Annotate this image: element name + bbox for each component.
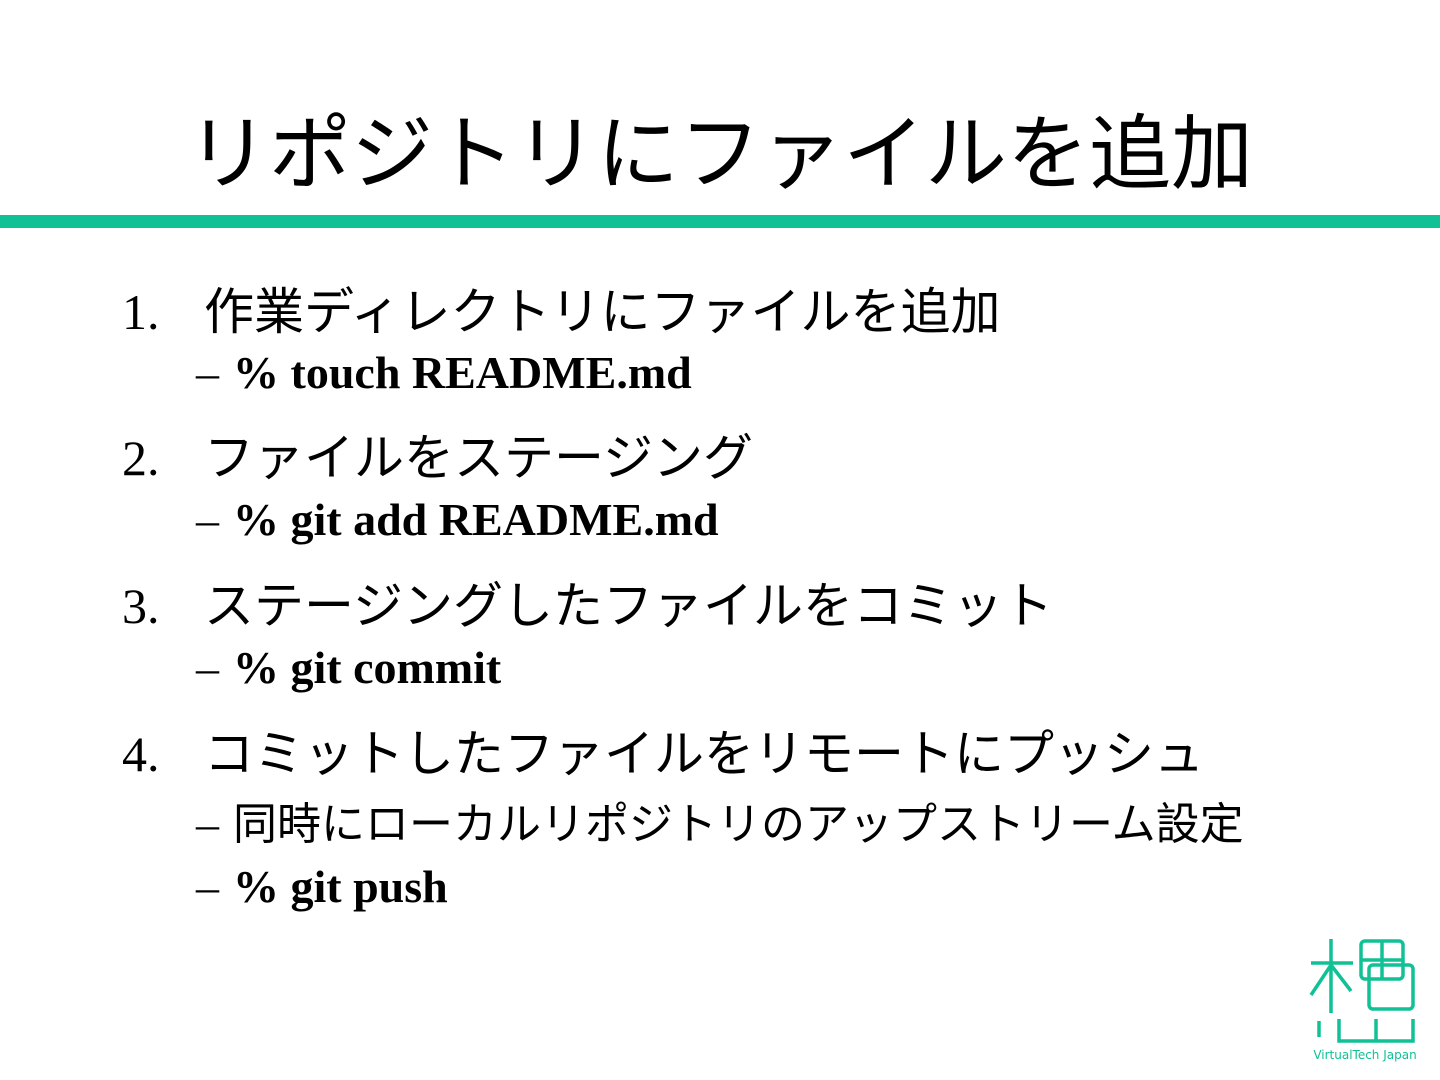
command-text: % git add README.md bbox=[233, 494, 719, 545]
sub-item-3-1: –% git commit bbox=[196, 641, 501, 694]
item-text: ステージングしたファイルをコミット bbox=[204, 577, 1053, 635]
sub-item-1-1: –% touch README.md bbox=[196, 346, 692, 399]
logo-text: VirtualTech Japan bbox=[1313, 1048, 1417, 1062]
slide-title: リポジトリにファイルを追加 bbox=[186, 107, 1253, 202]
item-text: 作業ディレクトリにファイルを追加 bbox=[204, 283, 1001, 341]
item-text: ファイルをステージング bbox=[204, 429, 753, 487]
sub-dash: – bbox=[196, 347, 219, 398]
command-text: % git commit bbox=[233, 642, 502, 693]
item-number: 2. bbox=[122, 430, 160, 486]
command-text: % touch README.md bbox=[233, 347, 692, 398]
sub-item-4-2: –% git push bbox=[196, 860, 448, 913]
list-item-3: 3. ステージングしたファイルをコミット bbox=[122, 566, 1053, 638]
list-item-1: 1. 作業ディレクトリにファイルを追加 bbox=[122, 272, 1001, 344]
sub-dash: – bbox=[196, 642, 219, 693]
item-number: 1. bbox=[122, 284, 160, 340]
sub-item-2-1: –% git add README.md bbox=[196, 493, 719, 546]
command-text: % git push bbox=[233, 861, 448, 912]
sub-item-4-1: –同時にローカルリポジトリのアップストリーム設定 bbox=[196, 788, 1244, 852]
item-text: コミットしたファイルをリモートにプッシュ bbox=[204, 725, 1204, 783]
sub-dash: – bbox=[196, 861, 219, 912]
item-number: 3. bbox=[122, 578, 160, 634]
virtualtech-logo-icon bbox=[1309, 939, 1415, 1043]
sub-dash: – bbox=[196, 798, 219, 849]
sub-dash: – bbox=[196, 494, 219, 545]
list-item-2: 2. ファイルをステージング bbox=[122, 418, 753, 490]
title-underline bbox=[0, 215, 1440, 228]
item-number: 4. bbox=[122, 726, 160, 782]
list-item-4: 4. コミットしたファイルをリモートにプッシュ bbox=[122, 714, 1204, 786]
note-text: 同時にローカルリポジトリのアップストリーム設定 bbox=[233, 799, 1244, 850]
